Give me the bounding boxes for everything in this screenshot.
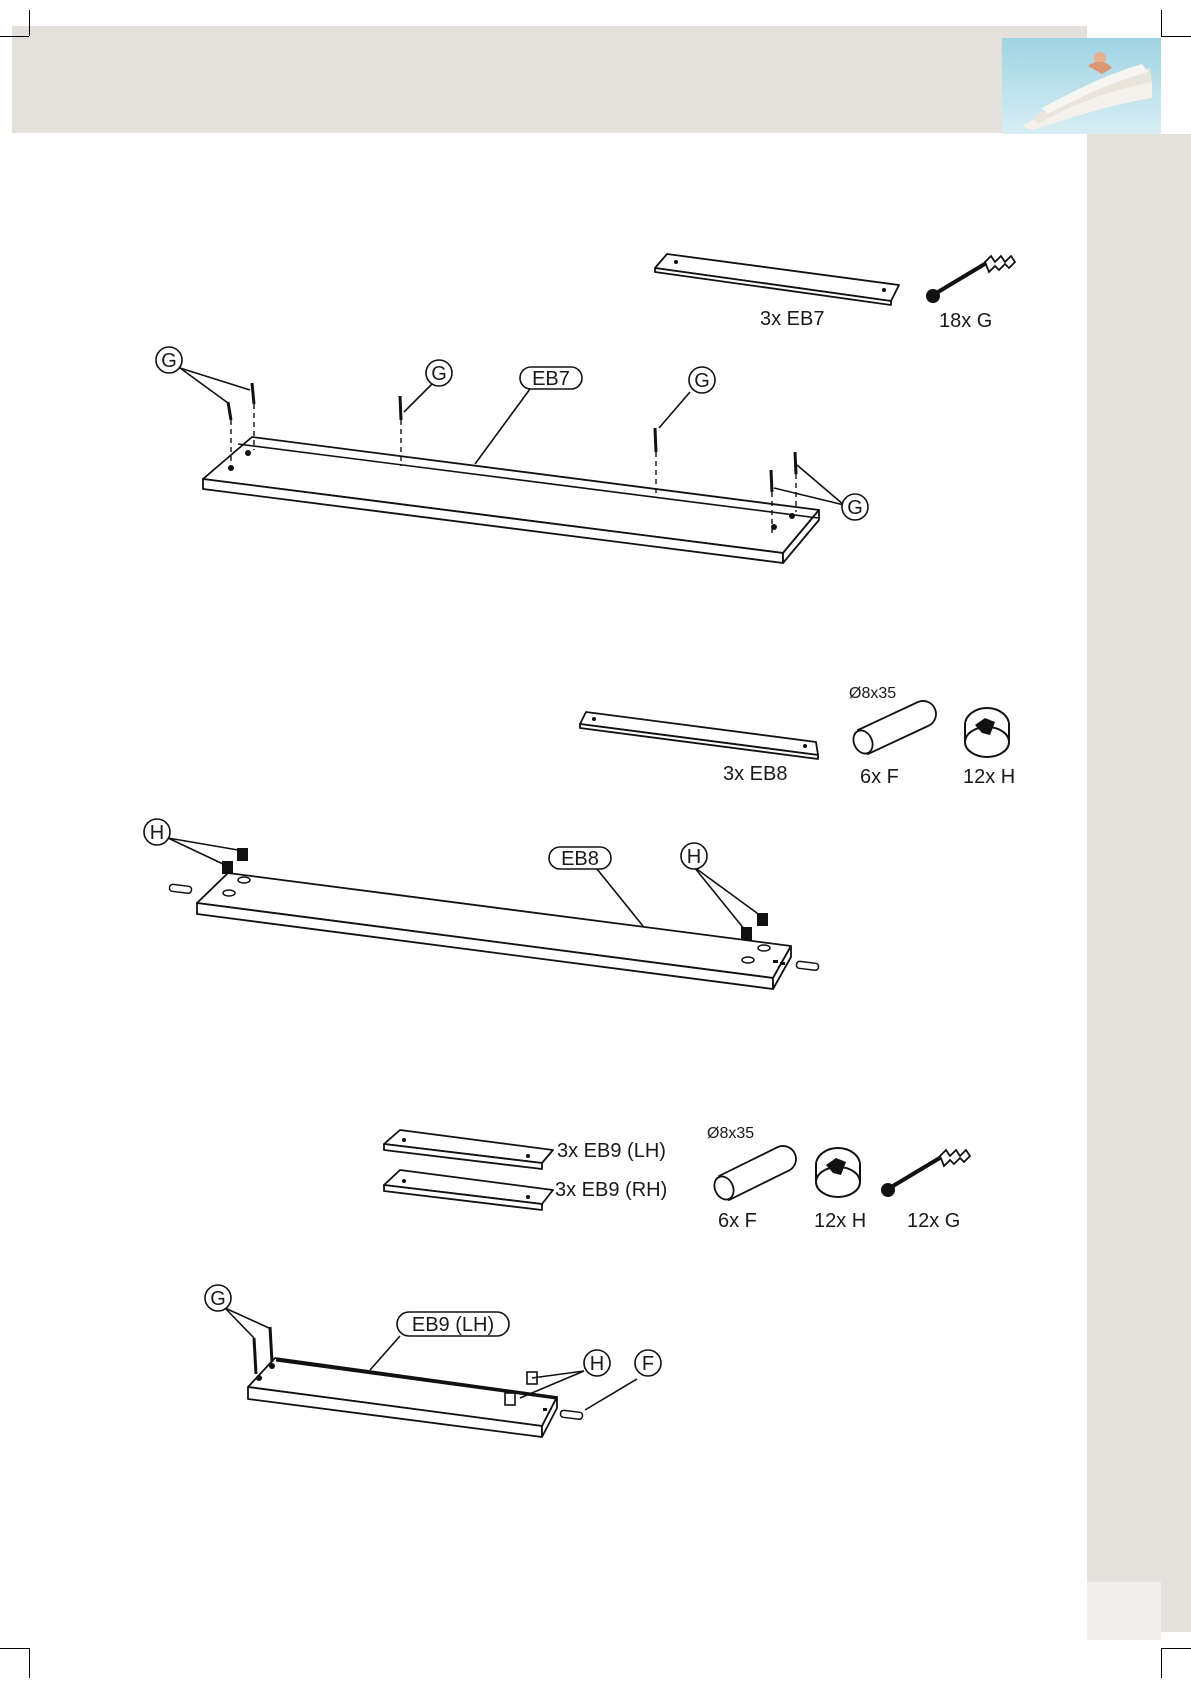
dowel-spec: Ø8x35 <box>707 1125 754 1142</box>
cam-bolt-icon <box>881 1150 970 1197</box>
dowel-spec: Ø8x35 <box>849 685 896 702</box>
svg-text:G: G <box>431 363 447 385</box>
cam-lock-icon <box>965 708 1009 757</box>
svg-text:H: H <box>687 846 701 868</box>
svg-text:H: H <box>150 822 164 844</box>
dowel-icon <box>711 1146 796 1203</box>
dowels-f <box>560 1410 583 1420</box>
part-label: 3x EB9 (LH) <box>557 1140 666 1162</box>
part-label: 12x G <box>907 1210 960 1232</box>
cam-bolt-icon <box>926 256 1015 303</box>
callout-g: G <box>689 367 715 393</box>
callout-g: G <box>842 494 868 520</box>
svg-text:EB8: EB8 <box>561 848 599 870</box>
callout-g: G <box>205 1285 231 1311</box>
dowel-icon <box>850 701 936 757</box>
svg-text:F: F <box>642 1353 654 1375</box>
part-label: 6x F <box>718 1210 757 1232</box>
part-label: 3x EB7 <box>760 308 824 330</box>
callout-h: H <box>584 1350 610 1376</box>
svg-text:G: G <box>161 350 177 372</box>
step-1: 3x EB7 18x G <box>156 254 1015 563</box>
callout-h: H <box>144 819 170 845</box>
callout-g: G <box>156 347 182 373</box>
callout-g: G <box>426 360 452 386</box>
board-eb8 <box>197 873 791 989</box>
callout-eb9-lh: EB9 (LH) <box>397 1312 509 1336</box>
part-label: 12x H <box>814 1210 866 1232</box>
step-3: 3x EB9 (LH) 3x EB9 (RH) Ø8x35 6x F <box>205 1125 970 1437</box>
svg-text:EB9 (LH): EB9 (LH) <box>412 1314 494 1336</box>
panel-eb9-rh-icon <box>384 1170 553 1210</box>
part-label: 18x G <box>939 310 992 332</box>
part-label: 12x H <box>963 766 1015 788</box>
callout-eb8: EB8 <box>549 847 611 870</box>
svg-text:H: H <box>590 1353 604 1375</box>
part-label: 3x EB9 (RH) <box>555 1179 667 1201</box>
part-label: 6x F <box>860 766 899 788</box>
cam-lock-icon <box>816 1148 860 1197</box>
callout-f: F <box>635 1350 661 1376</box>
svg-text:EB7: EB7 <box>532 368 570 390</box>
svg-text:G: G <box>847 497 863 519</box>
panel-eb8-icon <box>580 712 818 759</box>
panel-eb9-lh-icon <box>384 1130 553 1169</box>
panel-eb7-icon <box>655 254 899 305</box>
step-2: 3x EB8 Ø8x35 6x F 12x H <box>144 685 1015 989</box>
part-label: 3x EB8 <box>723 763 787 785</box>
callout-h: H <box>681 843 707 869</box>
svg-text:G: G <box>694 370 710 392</box>
callout-eb7: EB7 <box>520 367 582 390</box>
board-eb7 <box>203 437 819 563</box>
svg-text:G: G <box>210 1288 226 1310</box>
